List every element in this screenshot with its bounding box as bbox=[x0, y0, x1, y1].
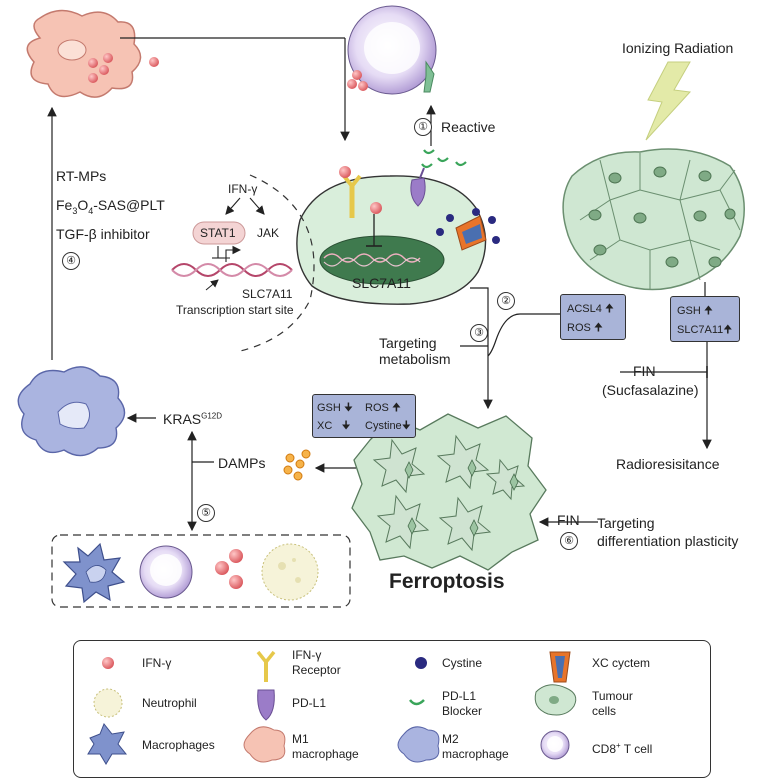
metabolism-arrow bbox=[470, 287, 493, 410]
step-1-marker: ① bbox=[414, 118, 432, 136]
down-arrow-icon: 🠋 bbox=[341, 420, 351, 432]
legend-pdl1: PD-L1 bbox=[292, 696, 327, 710]
targeting-metabolism-label-2: metabolism bbox=[379, 351, 451, 367]
jak-label: JAK bbox=[257, 226, 280, 240]
targeting-metabolism-label-1: Targeting bbox=[379, 335, 437, 351]
ros-up2-label: ROS 🠉 bbox=[365, 402, 402, 414]
central-tumour-cell bbox=[296, 166, 500, 305]
legend-pdl1-blocker-2: Blocker bbox=[442, 704, 483, 718]
legend-icons bbox=[87, 650, 577, 765]
slc7a11-cell-label: SLC7A11 bbox=[352, 275, 411, 291]
down-arrow-icon: 🠋 bbox=[343, 402, 354, 414]
legend-m1-1: M1 bbox=[292, 732, 309, 746]
up-arrow-icon: 🠉 bbox=[593, 322, 604, 334]
kras-label: KRASG12D bbox=[163, 411, 223, 427]
transcription-start-site-label: Transcription start site bbox=[176, 303, 294, 317]
legend-box bbox=[73, 640, 711, 778]
fin-sulfa-label-2: (Sucfasalazine) bbox=[602, 382, 699, 398]
radioresistance-label: Radioresisitance bbox=[616, 456, 720, 472]
xc-down-label: XC 🠋 bbox=[317, 420, 351, 432]
acsl4-ros-box: ACSL4 🠉 ROS 🠉 bbox=[560, 294, 626, 340]
ferroptosis-cluster bbox=[351, 413, 547, 571]
legend-neutrophil: Neutrophil bbox=[142, 696, 197, 710]
immune-ifn-icons bbox=[215, 549, 243, 589]
immune-neutrophil-icon bbox=[261, 543, 319, 601]
down-arrow-icon: 🠋 bbox=[401, 420, 411, 432]
dna-helix bbox=[171, 245, 293, 291]
legend-pdl1-blocker-1: PD-L1 bbox=[442, 689, 477, 703]
fe3o4-label: Fe3O4-SAS@PLT bbox=[56, 197, 165, 216]
targeting-diff-label-1: Targeting bbox=[597, 515, 655, 531]
legend-ifn-receptor-1: IFN-γ bbox=[292, 648, 322, 662]
cystine-down-label: Cystine🠋 bbox=[365, 420, 411, 432]
legend-cd8: CD8+ T cell bbox=[592, 741, 653, 756]
legend-m2-1: M2 bbox=[442, 732, 459, 746]
up-arrow-icon: 🠉 bbox=[604, 303, 615, 315]
ros-up-label: ROS 🠉 bbox=[567, 322, 604, 334]
up-arrow-icon: 🠉 bbox=[391, 402, 402, 414]
acsl4-label: ACSL4 🠉 bbox=[567, 303, 615, 315]
stat1-label: STAT1 bbox=[200, 226, 236, 240]
legend-ifn: IFN-γ bbox=[142, 656, 172, 670]
immune-cd8-icon bbox=[139, 545, 193, 599]
legend-ifn-receptor-2: Receptor bbox=[292, 663, 341, 677]
legend-cystine: Cystine bbox=[442, 656, 483, 670]
legend-tumour-2: cells bbox=[592, 704, 617, 718]
gsh-down-label: GSH 🠋 bbox=[317, 402, 354, 414]
tumour-cluster bbox=[562, 148, 745, 291]
pdl1-blocker-group bbox=[421, 149, 467, 169]
legend-xc: XC cyctem bbox=[592, 656, 651, 670]
legend-tumour-1: Tumour bbox=[592, 689, 633, 703]
ferroptosis-label: Ferroptosis bbox=[389, 570, 505, 593]
rt-mps-label: RT-MPs bbox=[56, 168, 107, 184]
step-6-marker: ⑥ bbox=[560, 532, 578, 550]
gsh-up-label: GSH 🠉 bbox=[677, 305, 714, 317]
legend-m2-2: macrophage bbox=[442, 747, 509, 761]
m1-macrophage-top bbox=[26, 9, 159, 98]
ferro-markers-box: GSH 🠋 ROS 🠉 XC 🠋 Cystine🠋 bbox=[312, 394, 416, 438]
tgfb-inhibitor-label: TGF-β inhibitor bbox=[56, 226, 150, 242]
cd8-t-cell-top bbox=[347, 5, 437, 95]
step-3-marker: ③ bbox=[470, 324, 488, 342]
acsl4-connector bbox=[487, 313, 560, 357]
ionizing-radiation-label: Ionizing Radiation bbox=[622, 40, 734, 56]
up-arrow-icon: 🠉 bbox=[703, 305, 714, 317]
up-arrow-icon: 🠉 bbox=[723, 324, 733, 336]
reactive-label: Reactive bbox=[441, 119, 496, 135]
lightning-icon bbox=[645, 61, 692, 141]
step-4-marker: ④ bbox=[62, 252, 80, 270]
immune-macrophage-icon bbox=[62, 542, 126, 604]
legend-m1-2: macrophage bbox=[292, 747, 359, 761]
fin-sulfa-label-1: FIN bbox=[633, 363, 656, 379]
slc7a11-up-label: SLC7A11🠉 bbox=[677, 324, 733, 336]
damps-label: DAMPs bbox=[218, 455, 266, 471]
targeting-diff-label-2: differentiation plasticity bbox=[597, 533, 739, 549]
m2-macrophage-left bbox=[17, 366, 126, 457]
step-5-marker: ⑤ bbox=[197, 504, 215, 522]
slc7a11-dna-label: SLC7A11 bbox=[242, 287, 293, 301]
ifn-gamma-label: IFN-γ bbox=[228, 182, 258, 196]
dashed-zoom-arc bbox=[235, 174, 315, 353]
fin-plasticity-label: FIN bbox=[557, 512, 580, 528]
legend-macrophages: Macrophages bbox=[142, 738, 215, 752]
step-2-marker: ② bbox=[497, 292, 515, 310]
gsh-slc7a11-box: GSH 🠉 SLC7A11🠉 bbox=[670, 296, 740, 342]
stat1-pill bbox=[192, 221, 246, 245]
damps-icon bbox=[283, 449, 311, 481]
